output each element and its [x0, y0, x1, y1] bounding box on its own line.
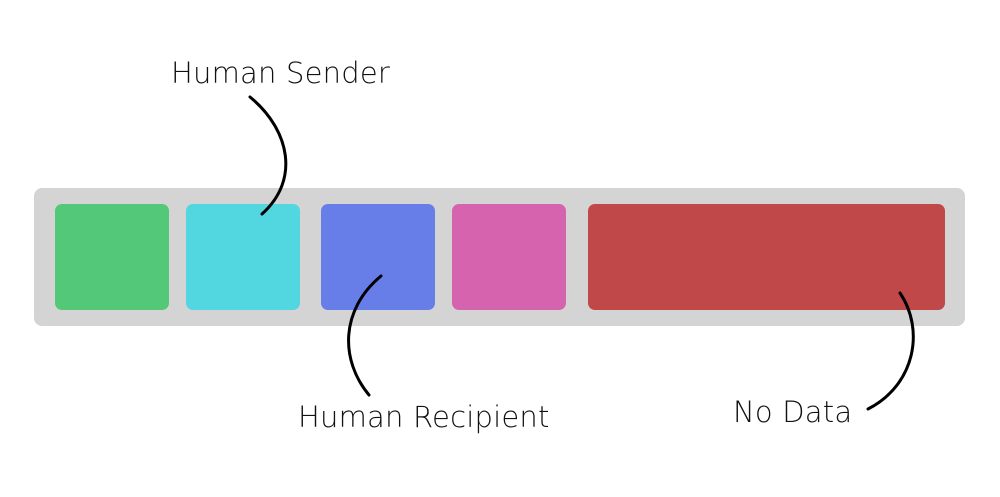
swatch-red-no-data [588, 204, 945, 310]
swatch-cyan-human-sender [186, 204, 300, 310]
label-no-data: No Data [733, 395, 853, 429]
swatch-green [55, 204, 169, 310]
swatch-blue-human-recipient [321, 204, 435, 310]
label-human-sender: Human Sender [171, 56, 391, 90]
label-human-recipient: Human Recipient [298, 400, 550, 434]
swatch-pink [452, 204, 566, 310]
